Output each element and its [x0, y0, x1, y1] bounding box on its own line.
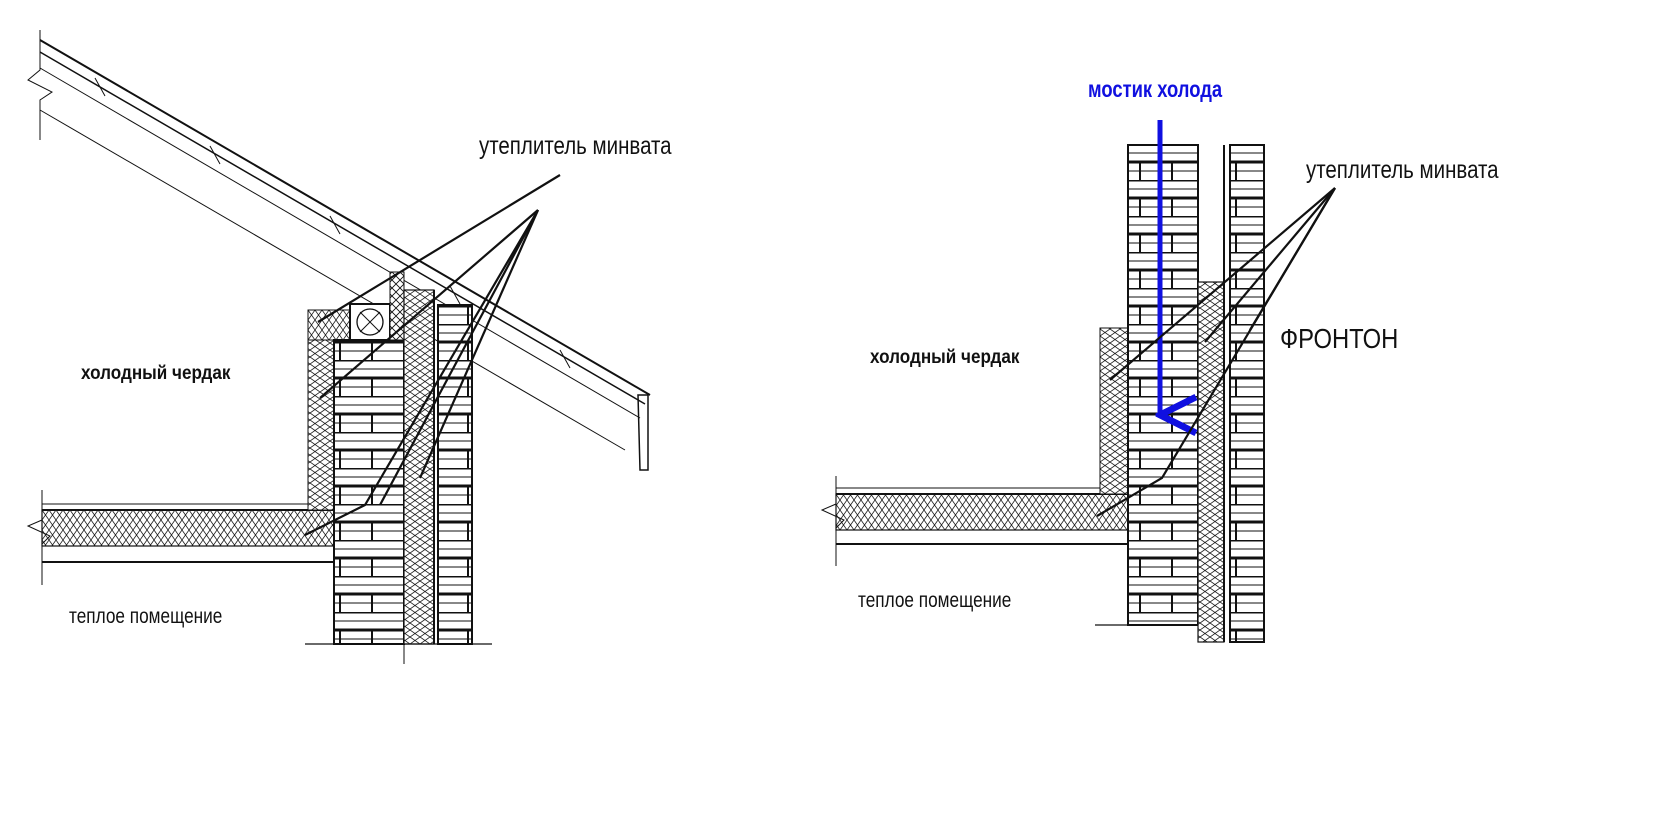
facing-brick [1229, 144, 1265, 643]
cold-bridge-label: мостик холода [1088, 76, 1223, 102]
right-insulation-label: утеплитель минвата [1306, 156, 1499, 184]
brick-wall [1127, 144, 1199, 626]
right-detail [820, 120, 1336, 643]
right-attic-label: холодный чердак [870, 347, 1020, 368]
insulation-leaders [304, 174, 561, 536]
gable-label: ФРОНТОН [1280, 323, 1399, 354]
facing-brick [437, 304, 473, 645]
wall-plate [349, 303, 391, 341]
left-attic-label: холодный чердак [81, 363, 231, 384]
left-room-label: теплое помещение [69, 605, 223, 628]
wall-insulation-inner [1099, 327, 1129, 495]
wall-insulation-layer [403, 289, 435, 645]
left-insulation-label: утеплитель минвата [479, 132, 672, 160]
wall-insulation-layer [1197, 281, 1225, 643]
roof-slope [27, 30, 651, 471]
insulation-leaders [1096, 187, 1336, 517]
insulation-strip [389, 271, 405, 341]
attic-floor [820, 476, 1129, 566]
attic-floor [26, 490, 335, 585]
wall-insulation-inner [307, 339, 335, 511]
left-detail [26, 30, 651, 664]
brick-wall [333, 339, 405, 645]
right-room-label: теплое помещение [858, 589, 1012, 612]
